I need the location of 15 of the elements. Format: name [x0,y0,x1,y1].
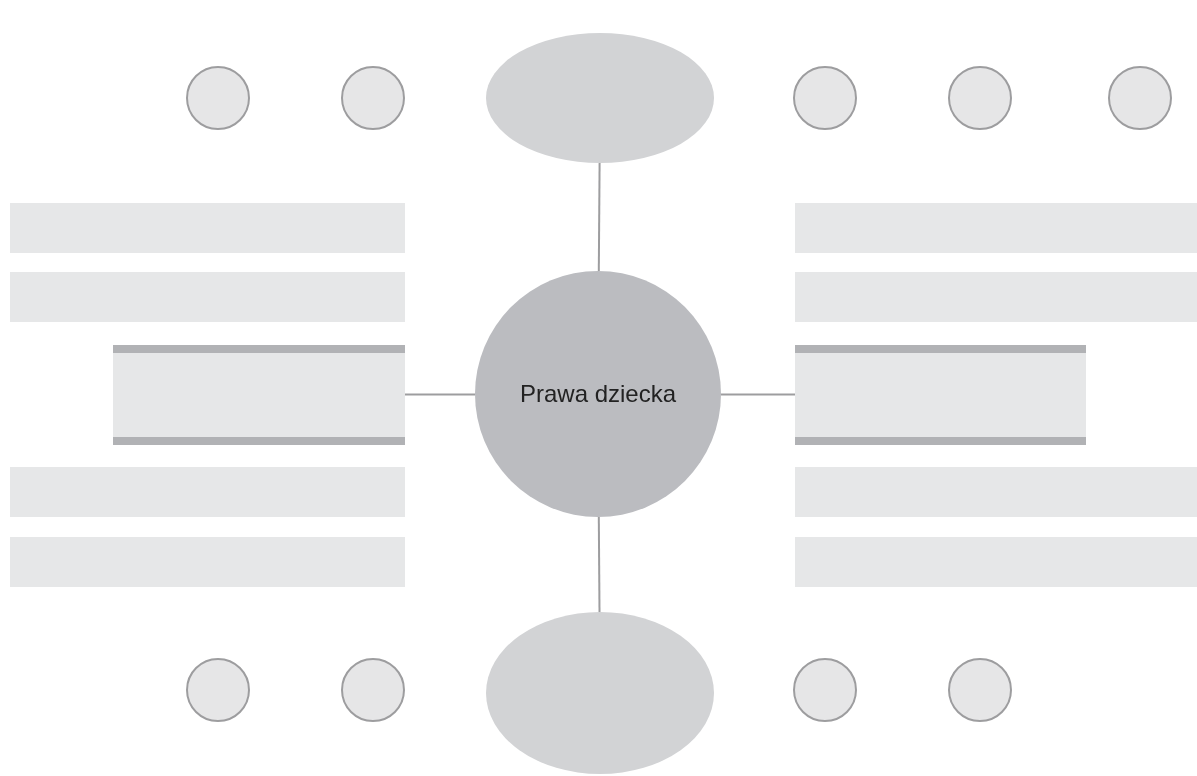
fill-in-box [795,345,1086,445]
fill-in-bar [10,203,405,253]
fill-in-bar [10,467,405,517]
connector-line [720,393,796,396]
fill-in-box [113,345,405,445]
fill-in-bar [10,272,405,322]
connector-line [597,162,601,272]
topic-label: Prawa dziecka [519,380,677,408]
fill-in-bar [795,537,1197,587]
fill-in-bar [795,467,1197,517]
fill-in-bar [795,272,1197,322]
connector-line [597,516,601,613]
fill-in-bar [10,537,405,587]
fill-in-bar [795,203,1197,253]
connector-line [404,393,476,396]
